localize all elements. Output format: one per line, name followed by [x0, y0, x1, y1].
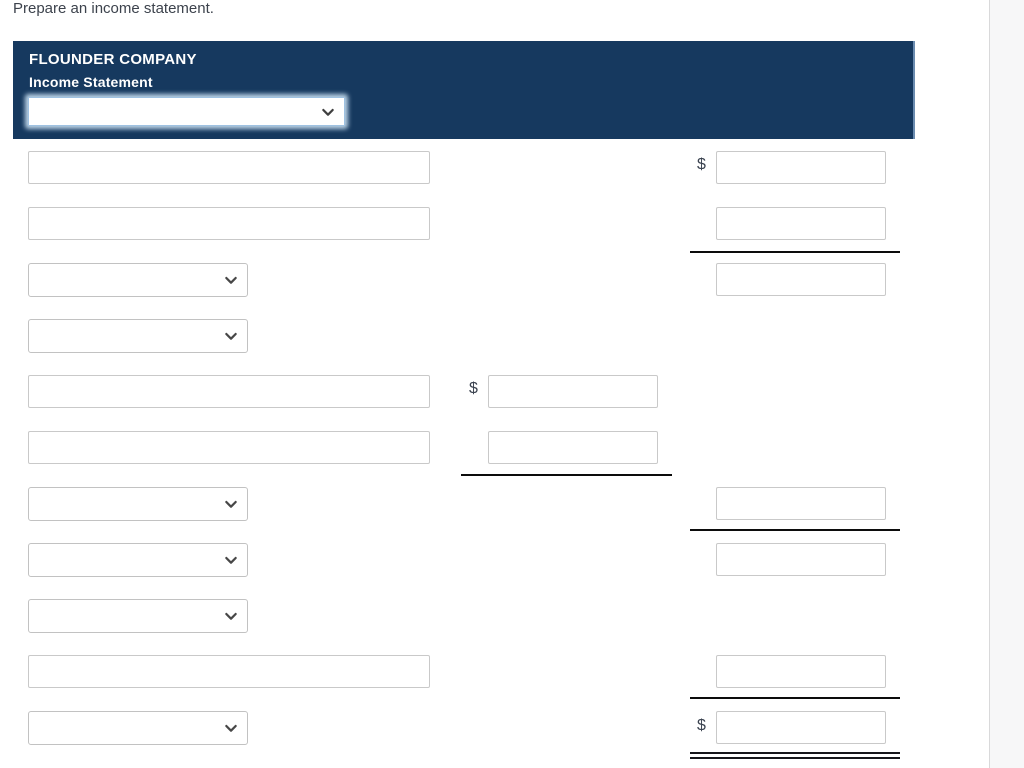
- amount-input-row5[interactable]: [488, 375, 658, 408]
- summary-select-wrap-row8: [28, 543, 248, 577]
- page-edge-strip: [989, 0, 1024, 768]
- company-name: FLOUNDER COMPANY: [29, 51, 197, 68]
- summary-select-row7[interactable]: [28, 487, 248, 521]
- subtotal-rule: [690, 697, 900, 699]
- dollar-sign: $: [697, 156, 706, 173]
- grand-total-double-rule: [690, 752, 900, 759]
- summary-select-wrap-row9: [28, 599, 248, 633]
- amount-input-row8[interactable]: [716, 543, 886, 576]
- summary-select-wrap-row4: [28, 319, 248, 353]
- period-select-wrap: [28, 97, 345, 126]
- statement-title: Income Statement: [29, 74, 153, 90]
- prompt-text: Prepare an income statement.: [13, 0, 214, 17]
- amount-input-row3[interactable]: [716, 263, 886, 296]
- summary-select-row9[interactable]: [28, 599, 248, 633]
- summary-select-row4[interactable]: [28, 319, 248, 353]
- summary-select-row3[interactable]: [28, 263, 248, 297]
- subtotal-rule: [690, 529, 900, 531]
- amount-input-row6[interactable]: [488, 431, 658, 464]
- summary-select-wrap-row3: [28, 263, 248, 297]
- account-title-input-row2[interactable]: [28, 207, 430, 240]
- amount-input-row11[interactable]: [716, 711, 886, 744]
- dollar-sign: $: [697, 717, 706, 734]
- amount-input-row2[interactable]: [716, 207, 886, 240]
- amount-input-row7[interactable]: [716, 487, 886, 520]
- dollar-sign: $: [469, 380, 478, 397]
- account-title-input-row10[interactable]: [28, 655, 430, 688]
- summary-select-row8[interactable]: [28, 543, 248, 577]
- summary-select-wrap-row11: [28, 711, 248, 745]
- subtotal-rule: [690, 251, 900, 253]
- summary-select-row11[interactable]: [28, 711, 248, 745]
- subtotal-rule: [461, 474, 672, 476]
- account-title-input-row5[interactable]: [28, 375, 430, 408]
- amount-input-row1[interactable]: [716, 151, 886, 184]
- statement-header: FLOUNDER COMPANY Income Statement: [13, 41, 915, 139]
- summary-select-wrap-row7: [28, 487, 248, 521]
- account-title-input-row1[interactable]: [28, 151, 430, 184]
- account-title-input-row6[interactable]: [28, 431, 430, 464]
- period-select[interactable]: [28, 97, 345, 126]
- amount-input-row10[interactable]: [716, 655, 886, 688]
